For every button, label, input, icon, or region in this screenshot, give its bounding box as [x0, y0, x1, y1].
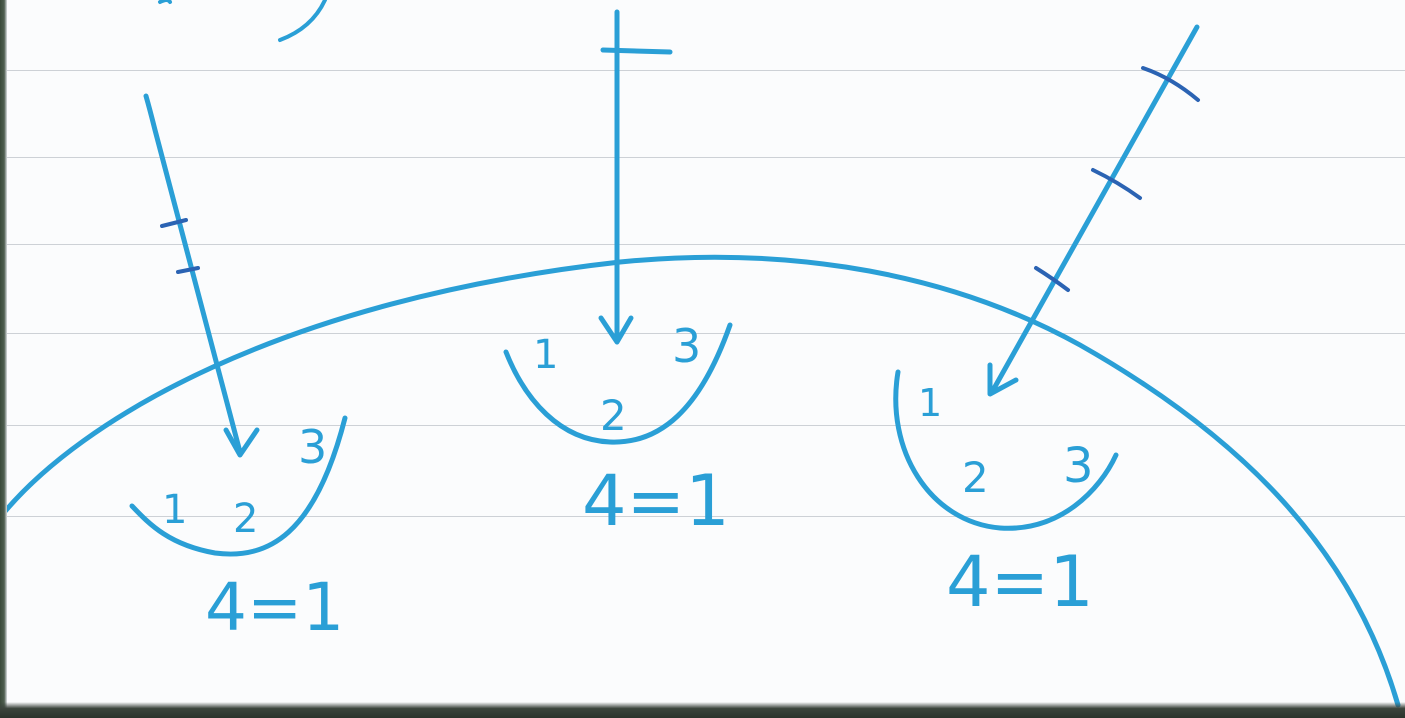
- dish-left-label-1: 1: [162, 487, 187, 533]
- stray-stroke: [280, 0, 325, 40]
- dish-center-equation: 4=1: [582, 460, 730, 542]
- dish-left-label-2: 2: [233, 496, 258, 542]
- page-edge-left: [0, 0, 7, 718]
- arrow-left-head: [226, 430, 257, 455]
- arrow-center: [601, 12, 670, 342]
- dish-center-label-2: 2: [600, 391, 627, 440]
- dish-center-label-1: 1: [533, 332, 558, 378]
- dish-right-equation: 4=1: [946, 541, 1094, 623]
- tick-mark: [178, 268, 198, 272]
- arrow-left-shaft: [146, 96, 240, 452]
- dish-right-label-2: 2: [962, 453, 989, 502]
- page-edge-bottom: [0, 702, 1405, 718]
- dish-left-label-3: 3: [298, 420, 327, 474]
- dish-right-label-3: 3: [1063, 438, 1094, 494]
- dish-left-equation: 4=1: [205, 569, 344, 646]
- arrow-left: [146, 96, 257, 455]
- arrow-right-shaft: [992, 27, 1197, 392]
- arrow-right: [990, 27, 1198, 394]
- dish-right-label-1: 1: [918, 381, 942, 425]
- dish-center-label-3: 3: [672, 319, 701, 373]
- tick-mark: [603, 50, 670, 52]
- stray-stroke: [160, 0, 170, 2]
